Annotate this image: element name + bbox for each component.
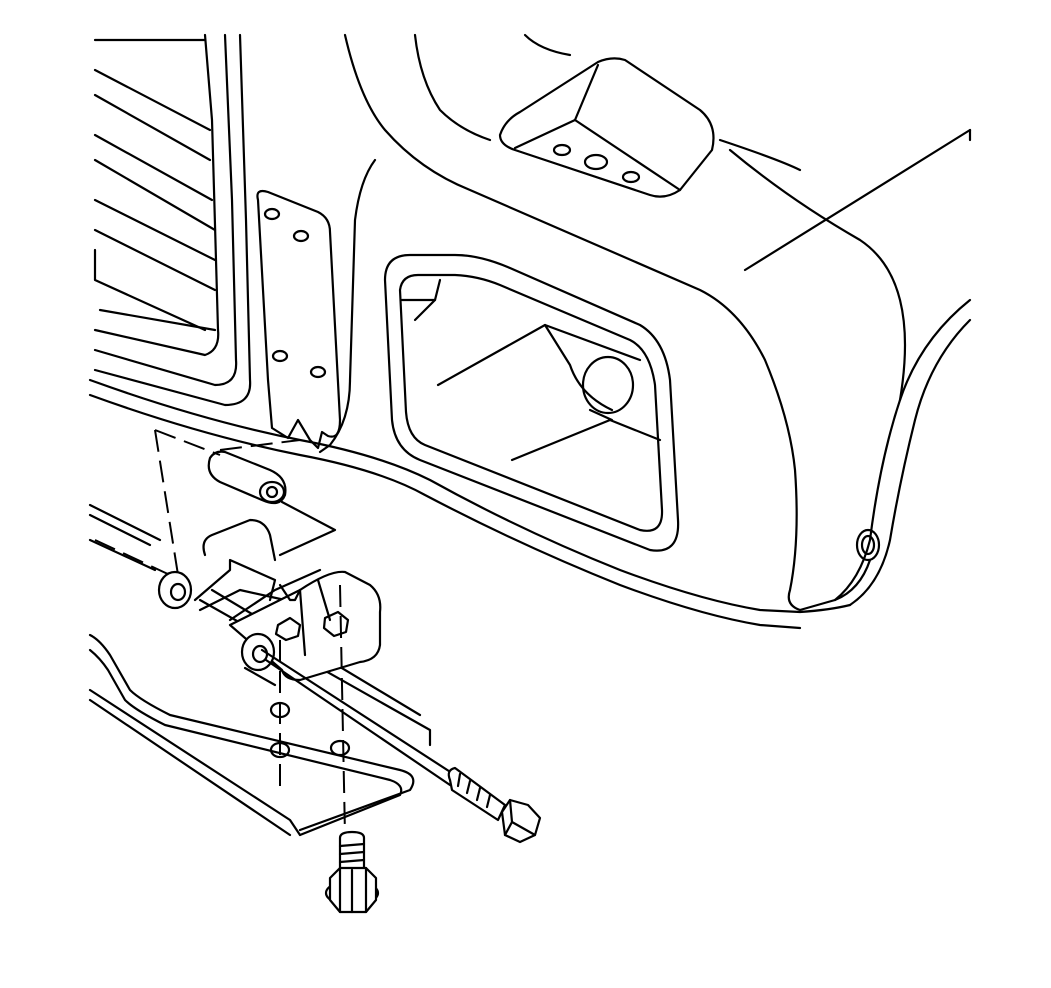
- alignment-line-upper-2: [154, 429, 221, 456]
- alignment-line-right-stud: [339, 584, 346, 836]
- front-fascia: [88, 33, 972, 630]
- hinge-bracket: [157, 518, 382, 687]
- fog-lamp-opening: [383, 253, 680, 552]
- grille: [93, 33, 252, 407]
- horizontal-bolt: [260, 648, 542, 844]
- bracket-plate: [256, 189, 342, 450]
- alignment-line-upper-3: [219, 439, 301, 451]
- upper-pivot: [207, 450, 337, 557]
- vertical-bolt: [324, 830, 380, 914]
- hood-vent: [498, 57, 715, 198]
